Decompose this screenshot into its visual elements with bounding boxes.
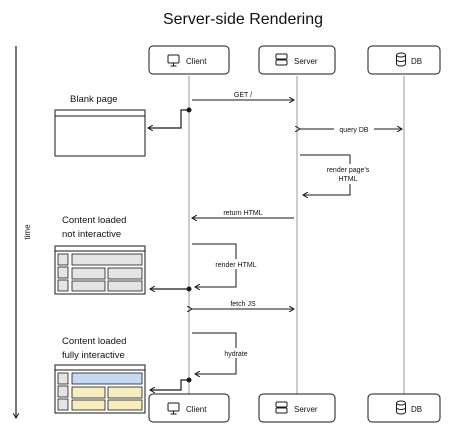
client-label: Client bbox=[186, 405, 207, 414]
client-box-top: Client bbox=[148, 45, 230, 75]
monitor-icon bbox=[167, 402, 180, 415]
time-label: time bbox=[23, 224, 32, 240]
server-icon bbox=[275, 53, 288, 66]
db-label: DB bbox=[411, 57, 422, 66]
server-icon bbox=[275, 401, 288, 414]
hydrate-label: hydrate bbox=[224, 351, 247, 358]
client-box-bottom: Client bbox=[148, 393, 230, 423]
caption-interactive-2: fully interactive bbox=[62, 350, 125, 361]
get-label: GET / bbox=[234, 92, 252, 99]
interactive-connector bbox=[150, 379, 189, 390]
hydrate-bg bbox=[218, 348, 254, 358]
server-label: Server bbox=[294, 405, 318, 414]
interactive-wireframe bbox=[54, 364, 146, 414]
database-icon bbox=[396, 400, 406, 415]
server-box-top: Server bbox=[258, 45, 336, 75]
blank-page-wireframe bbox=[54, 109, 146, 157]
render-html-label: render HTML bbox=[215, 262, 256, 269]
db-box-top: DB bbox=[367, 45, 441, 75]
blank-page-connector bbox=[148, 109, 189, 128]
loaded-wireframe bbox=[54, 245, 146, 295]
diagram-title: Server-side Rendering bbox=[163, 11, 323, 28]
return-html-label: return HTML bbox=[223, 210, 262, 217]
db-box-bottom: DB bbox=[367, 393, 441, 423]
render-page-label-2: HTML bbox=[338, 176, 357, 183]
render-html-bg bbox=[212, 259, 260, 269]
server-box-bottom: Server bbox=[258, 393, 336, 423]
client-label: Client bbox=[186, 57, 207, 66]
query-db-label: query DB bbox=[339, 127, 369, 134]
db-label: DB bbox=[411, 405, 422, 414]
caption-interactive-1: Content loaded bbox=[62, 336, 126, 347]
monitor-icon bbox=[167, 54, 180, 67]
caption-blank-page: Blank page bbox=[70, 94, 118, 105]
database-icon bbox=[396, 52, 406, 67]
caption-loaded-1: Content loaded bbox=[62, 215, 126, 226]
caption-loaded-2: not interactive bbox=[62, 229, 121, 240]
fetch-js-label: fetch JS bbox=[230, 301, 256, 308]
render-page-bg bbox=[322, 164, 376, 184]
query-db-bg bbox=[334, 124, 374, 134]
server-label: Server bbox=[294, 57, 318, 66]
render-page-label-1: render page's bbox=[327, 167, 370, 174]
